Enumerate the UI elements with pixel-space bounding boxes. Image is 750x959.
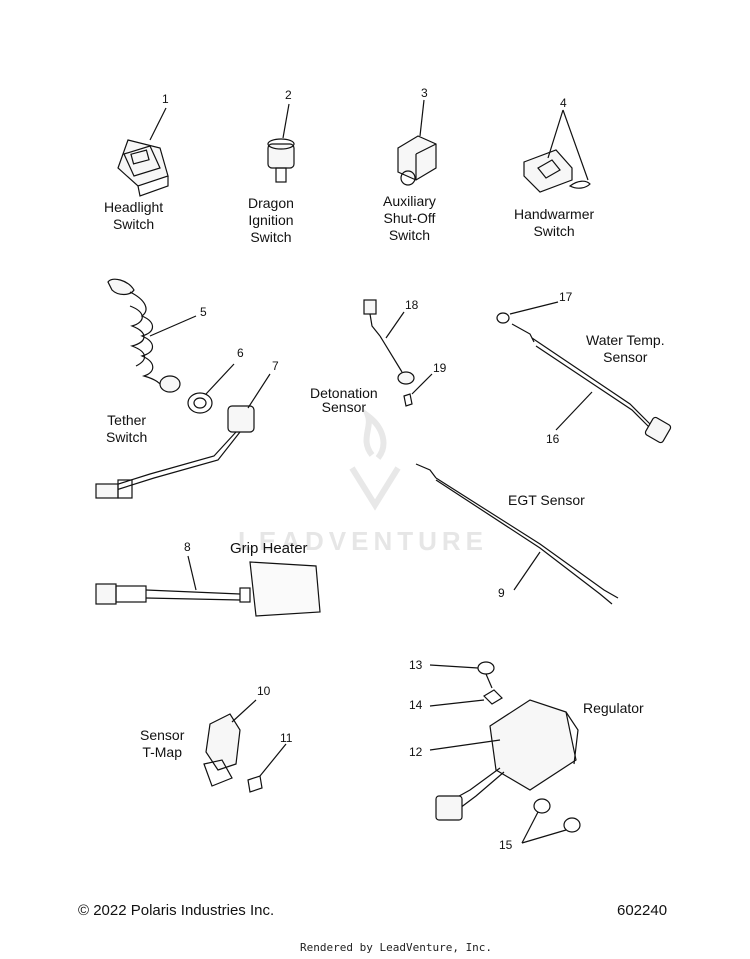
watermark-logo — [349, 407, 401, 511]
callout-4[interactable]: 4 — [560, 96, 567, 110]
detonation-sensor-bolt-part[interactable] — [403, 373, 433, 407]
handwarmer-switch-part[interactable] — [523, 109, 591, 193]
water-temp-sensor-part[interactable] — [511, 323, 672, 444]
label-regulator: Regulator — [583, 700, 644, 716]
rendered-by-text: Rendered by LeadVenture, Inc. — [300, 941, 493, 954]
grip-heater-part[interactable] — [95, 555, 321, 617]
label-sensor-tmap: Sensor T-Map — [140, 727, 185, 760]
tether-switch-harness-part[interactable] — [95, 373, 271, 499]
callout-13[interactable]: 13 — [409, 658, 423, 672]
label-handwarmer-switch: Handwarmer Switch — [514, 206, 595, 239]
label-auxiliary-shutoff-switch: Auxiliary Shut-Off Switch — [383, 193, 436, 243]
callout-5[interactable]: 5 — [200, 305, 207, 319]
callout-8[interactable]: 8 — [184, 540, 191, 554]
headlight-switch-part[interactable] — [117, 107, 169, 197]
callout-19[interactable]: 19 — [433, 361, 447, 375]
callout-12[interactable]: 12 — [409, 745, 423, 759]
tether-nut-part[interactable] — [187, 363, 235, 414]
label-detonation-sensor: Detonation Sensor — [310, 385, 378, 415]
water-temp-washer-part[interactable] — [496, 301, 559, 324]
callout-11[interactable]: 11 — [280, 731, 293, 745]
tether-cord-part[interactable] — [107, 278, 197, 393]
dragon-ignition-switch-part[interactable] — [267, 103, 295, 183]
callout-15[interactable]: 15 — [499, 838, 513, 852]
label-egt-sensor: EGT Sensor — [508, 492, 585, 508]
tmap-sensor-bolt-part[interactable] — [247, 743, 287, 793]
tmap-sensor-part[interactable] — [203, 699, 257, 787]
auxiliary-shutoff-switch-part[interactable] — [397, 99, 437, 186]
callout-3[interactable]: 3 — [421, 86, 428, 100]
callout-18[interactable]: 18 — [405, 298, 419, 312]
callout-14[interactable]: 14 — [409, 698, 423, 712]
label-grip-heater: Grip Heater — [230, 540, 308, 557]
regulator-grommets-part[interactable] — [521, 798, 581, 844]
watermark-text: LEADVENTURE — [238, 526, 489, 556]
regulator-bolt-part[interactable] — [429, 661, 495, 689]
callout-17[interactable]: 17 — [559, 290, 573, 304]
diagram-number: 602240 — [617, 902, 668, 919]
callout-10[interactable]: 10 — [257, 684, 271, 698]
callout-16[interactable]: 16 — [546, 432, 560, 446]
label-tether-switch: Tether Switch — [106, 412, 148, 445]
copyright-text: © 2022 Polaris Industries Inc. — [78, 902, 275, 919]
callout-9[interactable]: 9 — [498, 586, 505, 600]
callout-2[interactable]: 2 — [285, 88, 292, 102]
label-dragon-ignition-switch: Dragon Ignition Switch — [248, 195, 294, 245]
regulator-part[interactable] — [429, 699, 579, 821]
detonation-sensor-part[interactable] — [363, 299, 415, 385]
label-water-temp-sensor: Water Temp. Sensor — [586, 332, 665, 365]
label-headlight-switch: Headlight Switch — [104, 199, 164, 232]
regulator-washer-part[interactable] — [429, 689, 503, 707]
callout-7[interactable]: 7 — [272, 359, 279, 373]
egt-sensor-part[interactable] — [415, 463, 619, 605]
callout-1[interactable]: 1 — [162, 92, 169, 106]
callout-6[interactable]: 6 — [237, 346, 244, 360]
